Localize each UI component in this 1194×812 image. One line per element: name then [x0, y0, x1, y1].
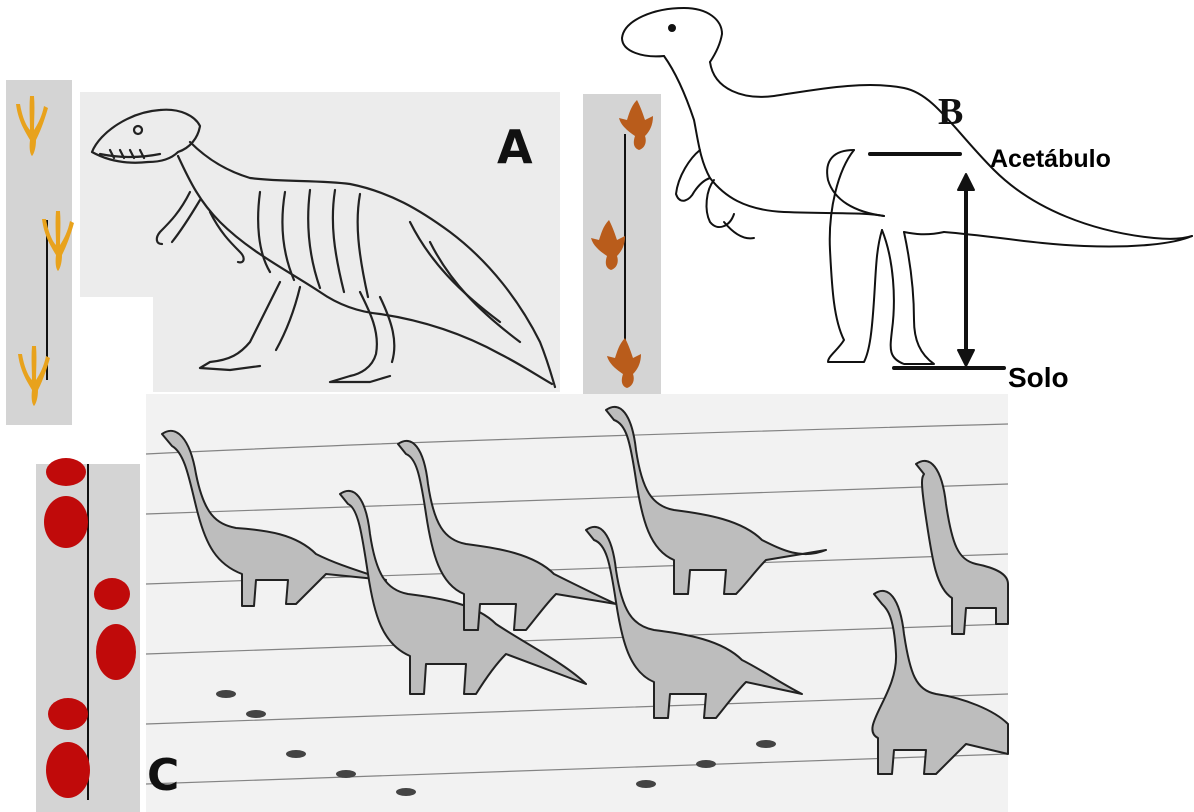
- sauropod-herd-sketch-icon: [146, 394, 1008, 812]
- trackway-sauropod-svg: [36, 464, 140, 812]
- round-footprint-icon: [44, 496, 88, 548]
- round-footprint-icon: [46, 458, 86, 486]
- tridactyl-footprint-icon: [16, 96, 48, 156]
- round-footprint-icon: [94, 578, 130, 610]
- ground-label: Solo: [1008, 362, 1069, 394]
- theropod-sketch-icon: [80, 92, 560, 392]
- panel-c: [146, 394, 1008, 812]
- round-footprint-icon: [48, 698, 88, 730]
- round-footprint-icon: [96, 624, 136, 680]
- acetabulum-label: Acetábulo: [990, 145, 1111, 174]
- panel-b-label: B: [938, 90, 963, 134]
- trackway-strip-theropod: [6, 80, 72, 425]
- ornithopod-outline-icon: [614, 0, 1194, 380]
- panel-c-label: C: [147, 750, 179, 801]
- trackway-theropod-svg: [6, 80, 72, 425]
- tridactyl-footprint-icon: [18, 346, 50, 406]
- panel-a-label: A: [497, 120, 533, 174]
- round-footprint-icon: [46, 742, 90, 798]
- trackway-strip-sauropod: [36, 464, 140, 812]
- panel-a: [80, 92, 560, 392]
